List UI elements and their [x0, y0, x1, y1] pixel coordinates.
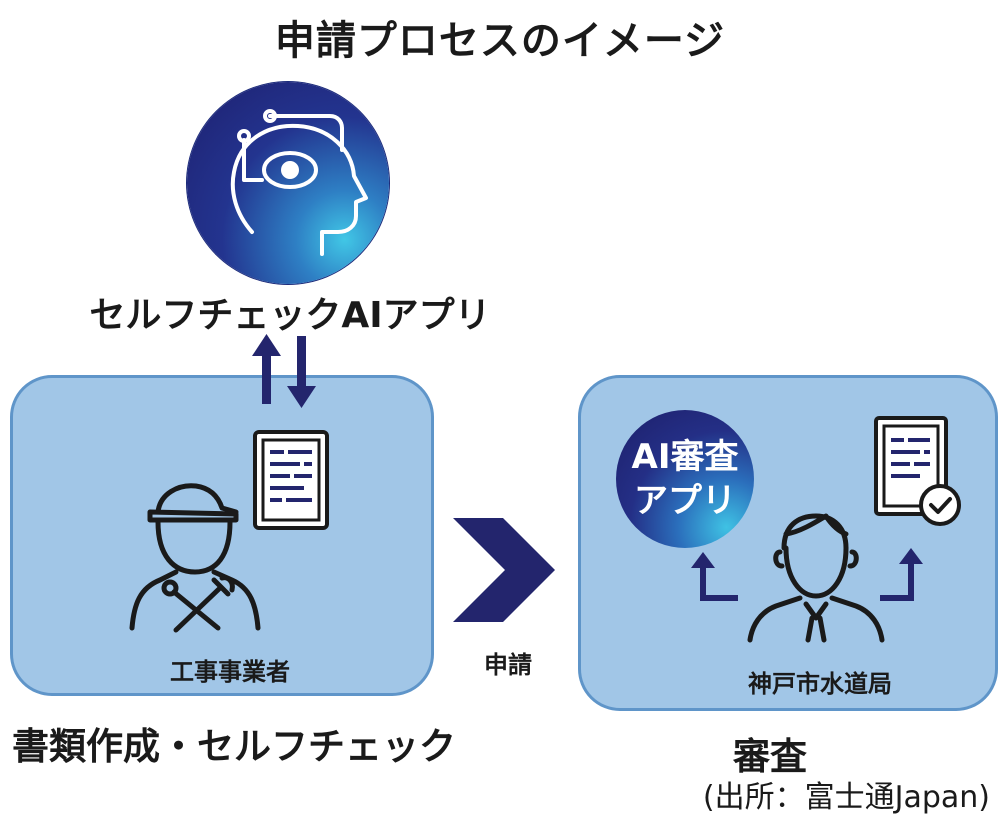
worker-icon — [129, 483, 261, 633]
applicant-name-label: 工事事業者 — [170, 658, 290, 686]
review-app-circle: AI審査 アプリ — [616, 410, 754, 548]
official-icon — [747, 513, 885, 643]
review-app-line2: アプリ — [634, 481, 736, 521]
up-arrow-icon — [252, 334, 281, 404]
down-arrow-icon — [287, 336, 316, 408]
diagram-title: 申請プロセスのイメージ — [274, 18, 726, 64]
ai-head-icon — [230, 109, 368, 256]
review-left-arrow — [700, 566, 738, 601]
checked-document-icon — [874, 416, 961, 526]
chevron-right-icon — [453, 518, 555, 622]
review-app-line1: AI審査 — [631, 437, 739, 477]
document-icon — [253, 430, 329, 530]
review-right-arrow — [880, 562, 914, 601]
reviewer-caption: 審査 — [733, 735, 807, 778]
reviewer-name-label: 神戸市水道局 — [748, 670, 892, 698]
self-check-app-label: セルフチェックAIアプリ — [89, 295, 491, 336]
applicant-caption: 書類作成・セルフチェック — [12, 725, 456, 768]
applicant-panel — [10, 375, 434, 696]
source-note: (出所：富士通Japan) — [702, 780, 990, 815]
apply-label: 申請 — [484, 651, 532, 679]
